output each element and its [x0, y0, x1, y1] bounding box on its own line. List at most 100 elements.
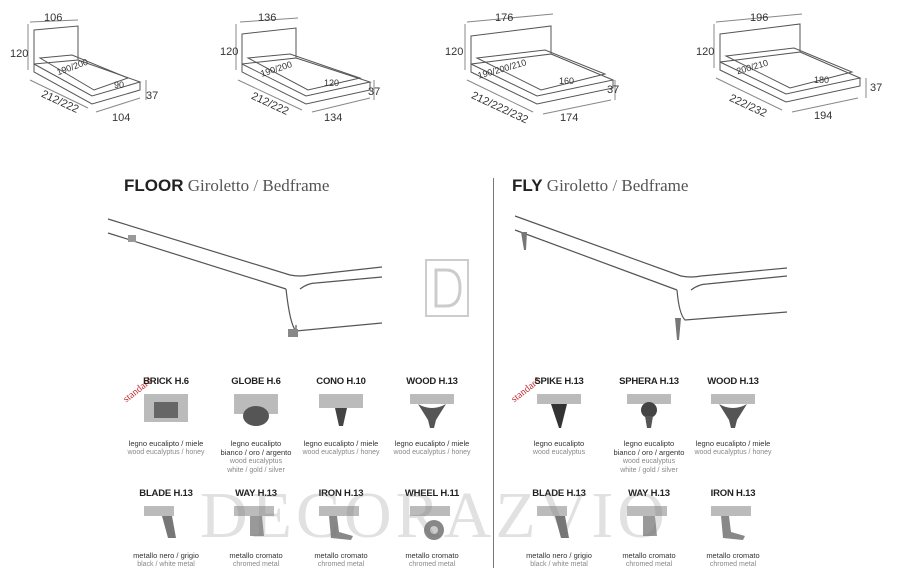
wood-foot-icon	[410, 394, 454, 428]
foot-material-it: metallo cromato	[706, 551, 760, 560]
bed-drawing-1: 106 120 190/200 90 37 212/222 104	[0, 0, 200, 135]
foot-material-en: chromed metal	[408, 561, 456, 568]
bed-leg-height: 37	[368, 86, 381, 98]
iron-foot-icon	[711, 506, 751, 540]
bed-height: 120	[220, 46, 239, 58]
bed-drawing-4: 196 120 200/210 180 37 222/232 194	[696, 0, 900, 135]
bed-base-width: 104	[112, 112, 131, 124]
bed-mattress-width: 160	[559, 76, 575, 86]
foot-material-it: legno eucalipto / miele	[128, 439, 204, 448]
bed-outline-icon	[27, 19, 147, 113]
bed-height: 120	[445, 46, 464, 58]
foot-name: SPIKE H.13	[534, 376, 584, 387]
watermark-logo: DECORAZVIO	[200, 479, 669, 552]
sphera-foot-icon	[627, 394, 671, 428]
bed-outline-icon	[464, 13, 616, 115]
foot-material-it: metallo nero / grigio	[526, 551, 592, 560]
floor-title-en: Bedframe	[262, 176, 330, 195]
bed-top-width: 176	[495, 12, 514, 24]
fly-foot-blade: BLADE H.13 metallo nero / grigio black /…	[514, 488, 604, 569]
bed-base-width: 194	[814, 110, 833, 122]
foot-material-it-2: bianco / oro / argento	[220, 448, 292, 457]
foot-material-en: chromed metal	[625, 561, 673, 568]
cone-foot-icon	[319, 394, 363, 426]
foot-name: WAY H.13	[628, 488, 670, 499]
bed-outline-icon	[235, 17, 375, 113]
foot-material-en: wood eucalyptus	[229, 458, 283, 465]
floor-foot-way: WAY H.13 metallo cromato chromed metal	[211, 488, 301, 569]
foot-material-it: legno eucalipto / miele	[695, 439, 771, 448]
fly-title-it: Giroletto	[546, 176, 609, 195]
foot-material-it: legno eucalipto / miele	[394, 439, 470, 448]
bed-mattress-width: 120	[324, 78, 340, 88]
bed-drawing-3: 176 120 190/200/210 160 37 212/222/232 1…	[445, 0, 645, 135]
bed-base-width: 174	[560, 112, 579, 124]
foot-material-it: legno eucalipto / miele	[303, 439, 379, 448]
fly-foot-sphera: SPHERA H.13 legno eucalipto bianco / oro…	[604, 376, 694, 475]
floor-section-title: FLOOR Giroletto / Bedframe	[124, 176, 329, 196]
floor-foot-cono: CONO H.10 legno eucalipto / miele wood e…	[296, 376, 386, 457]
foot-name: BRICK H.6	[143, 376, 189, 387]
foot-material-en: black / white metal	[137, 561, 195, 568]
floor-title-it: Giroletto	[187, 176, 250, 195]
foot-material-en: chromed metal	[709, 561, 757, 568]
foot-material-it: metallo nero / grigio	[133, 551, 199, 560]
fly-bedframe-icon	[514, 215, 788, 340]
brick-foot-icon	[144, 394, 188, 422]
floor-foot-blade: BLADE H.13 metallo nero / grigio black /…	[121, 488, 211, 569]
bed-height: 120	[696, 46, 715, 58]
floor-foot-wood: WOOD H.13 legno eucalipto / miele wood e…	[387, 376, 477, 457]
foot-name: IRON H.13	[710, 488, 756, 499]
blade-foot-icon	[144, 506, 176, 538]
foot-name: WHEEL H.11	[404, 488, 460, 499]
foot-name: BLADE H.13	[139, 488, 193, 499]
foot-material-en: wood eucalyptus / honey	[694, 449, 772, 456]
bed-base-width: 134	[324, 112, 343, 124]
bed-leg-height: 37	[607, 84, 620, 96]
foot-material-en-2: white / gold / silver	[620, 467, 678, 474]
floor-model-name: FLOOR	[124, 176, 184, 195]
fly-title-separator: /	[612, 176, 618, 195]
blade-foot-icon	[537, 506, 569, 538]
foot-material-en: wood eucalyptus	[622, 458, 676, 465]
foot-material-en: wood eucalyptus / honey	[393, 449, 471, 456]
bed-top-width: 136	[258, 12, 277, 24]
bed-top-width: 106	[44, 12, 63, 24]
way-foot-icon	[234, 506, 274, 536]
bed-mattress-width: 90	[114, 80, 125, 90]
d-logo-icon	[425, 259, 469, 317]
floor-foot-wheel: WHEEL H.11 metallo cromato chromed metal	[387, 488, 477, 569]
bed-mattress-width: 180	[814, 75, 830, 85]
foot-name: WAY H.13	[235, 488, 277, 499]
foot-material-en: chromed metal	[317, 561, 365, 568]
foot-material-it: legno eucalipto	[230, 439, 282, 448]
bed-drawing-2: 136 120 190/200 120 37 212/222 134	[210, 0, 410, 135]
spike-foot-icon	[537, 394, 581, 428]
foot-material-en: black / white metal	[530, 561, 588, 568]
fly-section-title: FLY Giroletto / Bedframe	[512, 176, 688, 196]
globe-foot-icon	[234, 394, 278, 426]
foot-name: WOOD H.13	[406, 376, 458, 387]
section-divider	[493, 178, 494, 568]
foot-material-en: wood eucalyptus / honey	[127, 449, 205, 456]
bed-outline-icon	[713, 13, 867, 113]
iron-foot-icon	[319, 506, 359, 540]
foot-material-it: metallo cromato	[622, 551, 676, 560]
floor-bedframe-icon	[107, 218, 383, 337]
foot-material-en: wood eucalyptus	[532, 449, 586, 456]
foot-material-it: legno eucalipto	[623, 439, 675, 448]
foot-material-en-2: white / gold / silver	[227, 467, 285, 474]
bed-leg-height: 37	[870, 82, 883, 94]
fly-title-en: Bedframe	[621, 176, 689, 195]
fly-foot-way: WAY H.13 metallo cromato chromed metal	[604, 488, 694, 569]
foot-material-it: metallo cromato	[405, 551, 459, 560]
floor-foot-iron: IRON H.13 metallo cromato chromed metal	[296, 488, 386, 569]
foot-material-it-2: bianco / oro / argento	[613, 448, 685, 457]
floor-foot-globe: GLOBE H.6 legno eucalipto bianco / oro /…	[211, 376, 301, 475]
fly-foot-wood: WOOD H.13 legno eucalipto / miele wood e…	[688, 376, 778, 457]
bed-top-width: 196	[750, 12, 769, 24]
wheel-foot-icon	[410, 506, 450, 540]
foot-name: CONO H.10	[316, 376, 366, 387]
foot-material-en: chromed metal	[232, 561, 280, 568]
floor-title-separator: /	[253, 176, 259, 195]
